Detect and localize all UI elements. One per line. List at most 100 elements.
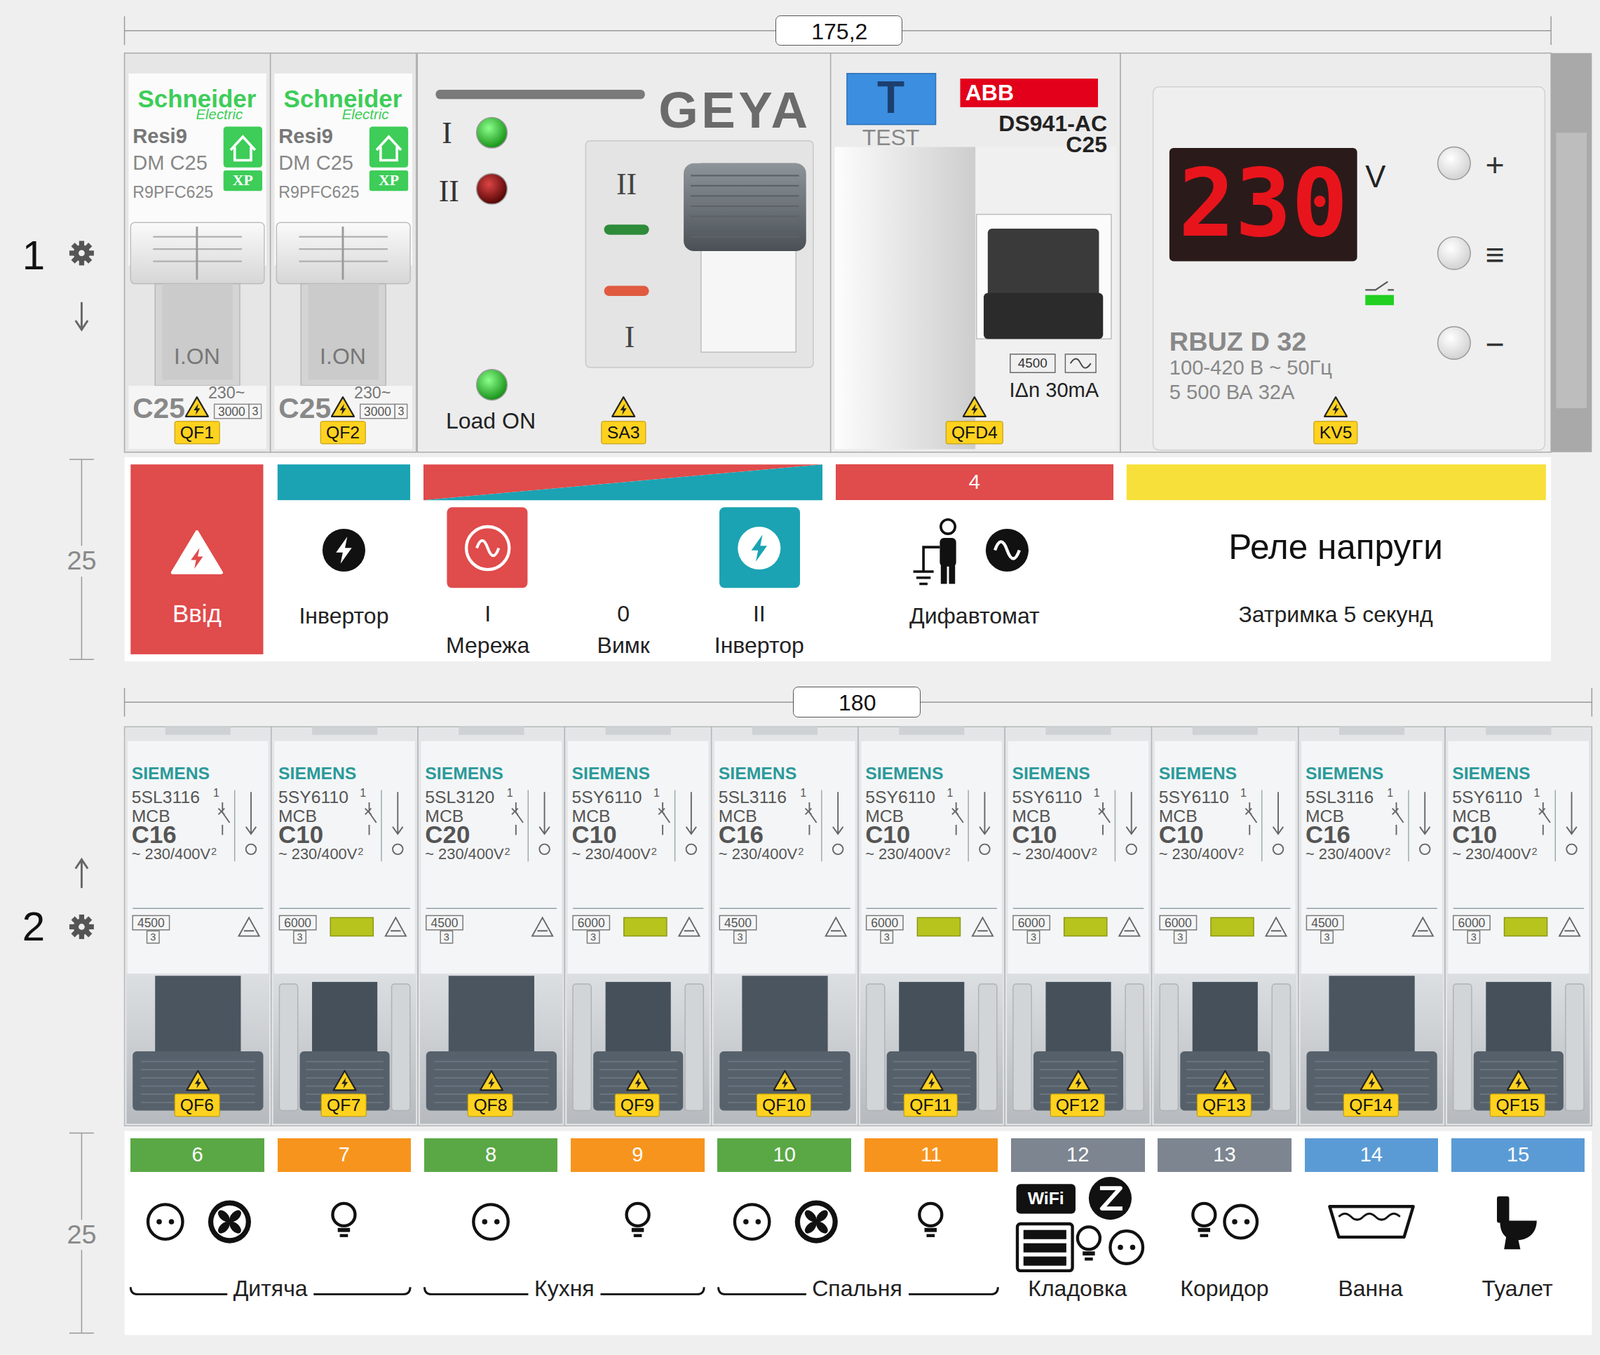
capacity-box [1306, 914, 1343, 930]
part-number: 5SY6110 [1011, 786, 1082, 807]
warning-triangle [333, 1070, 357, 1091]
class-box [1027, 930, 1040, 943]
warning-triangle [773, 1070, 796, 1091]
contact-symbol [686, 844, 697, 855]
circuit-breaker: SIEMENS5SY61101MCBC10~ 230/400V260003QF1… [858, 726, 1005, 1126]
side-grip [279, 983, 298, 1110]
fan-hub [813, 1218, 820, 1225]
test-label: TEST [862, 124, 920, 151]
voltage-relay-body [1120, 53, 1551, 453]
arrow-symbol [1566, 791, 1577, 834]
contact-symbol [1566, 844, 1577, 855]
side-grip [1013, 983, 1032, 1110]
brand-name: SIEMENS [1011, 763, 1090, 784]
label-panel [420, 741, 562, 974]
dimension-tick [69, 658, 94, 660]
bolt-symbol [190, 547, 203, 569]
class-number: 3 [443, 931, 450, 944]
bolt-symbol [751, 534, 768, 561]
part-number: R9PFC625 [278, 182, 359, 202]
danger-icon [172, 531, 222, 573]
ridge [1039, 1060, 1118, 1063]
color-bar [423, 464, 823, 500]
indicator-window [1064, 917, 1108, 936]
fan-icon [208, 1200, 252, 1244]
class-number: 3 [736, 931, 743, 944]
dimension-box: 180 [792, 686, 921, 718]
side-grip [866, 983, 885, 1110]
pole-number: 1 [506, 786, 514, 800]
changeover-switch: GEYAIIIIIILoad ONSA3 [417, 53, 831, 453]
housing [270, 53, 417, 453]
device-tag: QF7 [321, 1093, 367, 1117]
voltage: ~ 230/400V [1452, 845, 1531, 864]
changeover-switch-body [417, 53, 831, 453]
model-name: DM C25 [132, 151, 208, 175]
function-label: Інвертор [298, 602, 389, 629]
voltage: ~ 230/400V [865, 845, 944, 864]
dimension-value: 180 [838, 689, 876, 716]
socket-pin [1130, 1244, 1136, 1251]
class-box [734, 930, 747, 943]
fan-ring [800, 1205, 833, 1239]
room-label: Кладовка [1027, 1274, 1127, 1301]
server-unit [1023, 1229, 1067, 1239]
label-panel [714, 741, 856, 974]
socket-pin [156, 1218, 162, 1225]
circuit-breaker: SIEMENS5SY61101MCBC10~ 230/400V260003QF1… [1004, 726, 1152, 1126]
part-number: 5SY6110 [278, 786, 349, 807]
toggle-slot [154, 283, 240, 387]
separator-line [1261, 789, 1263, 861]
voltage-superscript: 2 [357, 845, 364, 858]
class-box [293, 930, 306, 943]
bulb-icon [626, 1203, 650, 1226]
brand-subname: Electric [342, 107, 390, 124]
gear-icon [69, 240, 94, 266]
color-bar [277, 464, 411, 500]
group-number: 9 [631, 1142, 643, 1166]
housing [564, 726, 711, 1126]
voltage-superscript: 2 [1091, 845, 1098, 858]
label-panel [274, 741, 416, 974]
arrow-line [80, 302, 83, 329]
arrow-head [75, 858, 88, 869]
part-number: 5SL3116 [131, 786, 200, 807]
class-box [440, 930, 453, 943]
grid-icon-box [446, 506, 528, 588]
toggle-base [419, 973, 563, 1124]
class-box [1320, 930, 1333, 943]
group-bar: 14 [1304, 1137, 1439, 1172]
label-panel [127, 741, 269, 974]
fan-ring [213, 1205, 247, 1239]
device-title: Реле напруги [1228, 527, 1443, 568]
toggle-lever [1328, 975, 1415, 1057]
button-label: ≡ [1485, 236, 1504, 275]
person-body [939, 537, 956, 567]
breaking-capacity: 4500 [724, 915, 752, 930]
housing [1298, 726, 1446, 1126]
warning-sign [920, 1070, 944, 1091]
bolt-symbol [620, 403, 627, 416]
divider-line [719, 907, 850, 909]
toggle-base [273, 973, 416, 1124]
bolt-symbol [635, 1076, 642, 1089]
bulb-icon [1077, 1226, 1101, 1249]
ridge [1186, 1060, 1265, 1063]
voltage-superscript: 2 [504, 845, 511, 858]
brand-name: SIEMENS [424, 763, 503, 784]
dimension-tick [69, 458, 94, 460]
class-number: 3 [150, 931, 156, 944]
socket-icon [1109, 1230, 1143, 1264]
bulb-base [1198, 1227, 1211, 1232]
approval-mark [972, 917, 993, 936]
separator-line [380, 789, 382, 861]
badge [369, 126, 409, 167]
pole-number: 1 [1240, 786, 1247, 800]
ridge [690, 174, 799, 176]
bulb-icon [1192, 1203, 1216, 1226]
zwave-logo [1088, 1176, 1132, 1220]
contact-symbol [1419, 844, 1431, 855]
divider-line [572, 907, 704, 909]
breaker-body [124, 53, 271, 453]
